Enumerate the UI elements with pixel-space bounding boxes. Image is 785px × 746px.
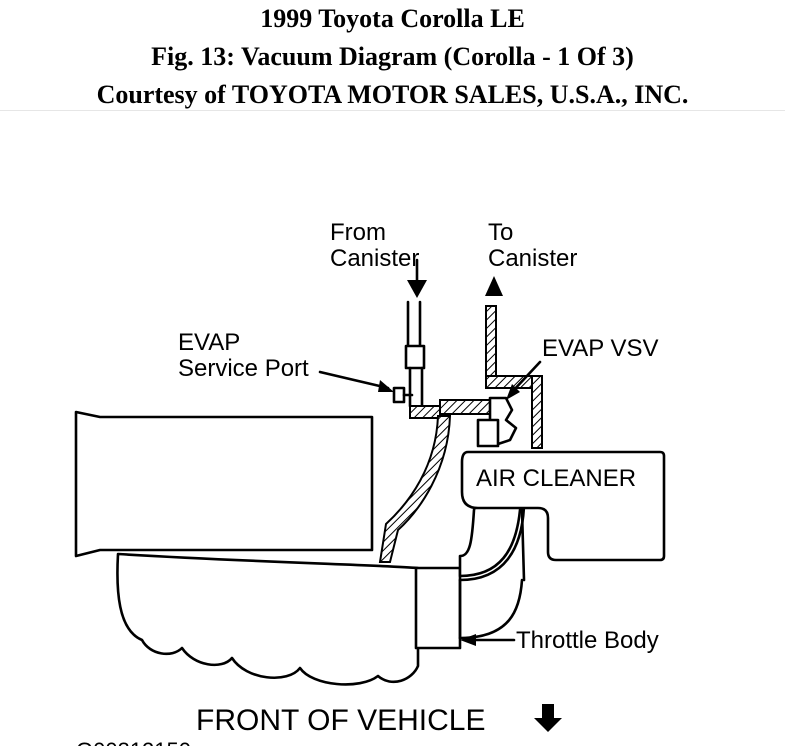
throttle-body-label: Throttle Body <box>516 627 659 654</box>
front-of-vehicle-indicator: FRONT OF VEHICLE <box>196 704 562 737</box>
intake-plenum <box>74 410 374 558</box>
down-arrow-icon <box>534 704 562 732</box>
from-canister-label-line2: Canister <box>330 245 419 272</box>
evap-vsv-label: EVAP VSV <box>542 335 659 362</box>
evap-vsv-leader <box>506 360 542 400</box>
from-canister-label-line1: From <box>330 219 386 246</box>
air-cleaner-label: AIR CLEANER <box>476 465 636 492</box>
figure-caption: Fig. 13: Vacuum Diagram (Corolla - 1 Of … <box>151 42 634 71</box>
intake-manifold <box>116 552 462 686</box>
air-cleaner: AIR CLEANER <box>460 450 666 562</box>
figure-code: G00312150 <box>76 738 191 746</box>
evap-port-label-line1: EVAP <box>178 329 240 356</box>
figure-credit: Courtesy of TOYOTA MOTOR SALES, U.S.A., … <box>96 80 689 109</box>
front-of-vehicle-label: FRONT OF VEHICLE <box>196 704 485 737</box>
evap-port-label-line2: Service Port <box>178 355 309 382</box>
throttle-body-leader <box>460 634 516 646</box>
evap-service-port <box>392 386 414 404</box>
check-valve <box>404 344 426 370</box>
evap-vsv <box>476 396 518 448</box>
vacuum-diagram: AIR CLEANER <box>74 219 666 746</box>
figure-header: 1999 Toyota Corolla LE Fig. 13: Vacuum D… <box>0 0 785 111</box>
from-canister-arrow <box>407 258 427 298</box>
to-canister-label-line1: To <box>488 219 513 246</box>
to-canister-arrow <box>485 276 503 296</box>
evap-port-leader <box>318 370 394 392</box>
to-canister-label-line2: Canister <box>488 245 577 272</box>
throttle-body <box>458 500 526 640</box>
figure-vehicle-title: 1999 Toyota Corolla LE <box>260 4 525 33</box>
